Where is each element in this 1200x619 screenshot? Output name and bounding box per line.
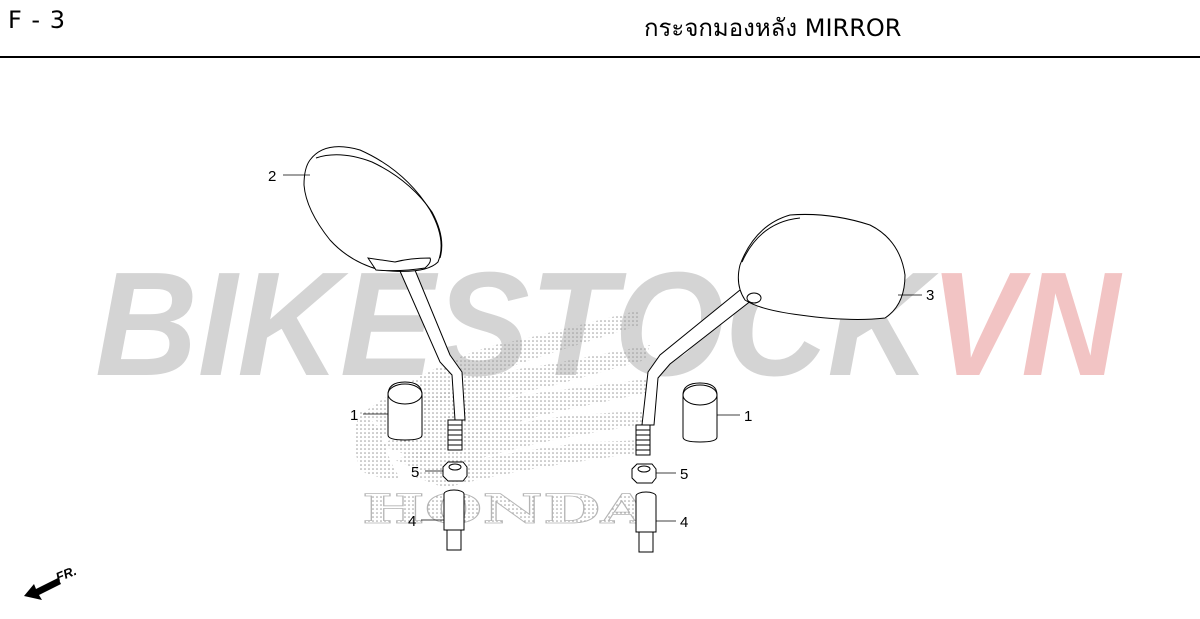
callout-2: 2 [268, 168, 276, 185]
leader-lines [283, 174, 922, 522]
mirror-left [303, 146, 466, 451]
callout-5-left: 5 [411, 464, 419, 481]
callout-4-left: 4 [408, 513, 416, 530]
callout-3: 3 [926, 287, 934, 304]
front-label: FR. [54, 563, 79, 585]
page-code: F - 3 [8, 6, 66, 34]
callout-1-left: 1 [350, 407, 358, 424]
adapter-right [635, 491, 657, 553]
honda-wing-logo: HONDA [355, 310, 655, 533]
arrow-front-icon [24, 578, 61, 600]
page-title: กระจกมองหลัง MIRROR [644, 14, 902, 42]
cap-right [682, 382, 718, 443]
nut-right [631, 463, 657, 484]
nut-left [442, 461, 468, 482]
header-divider [0, 56, 1200, 58]
front-indicator: FR. [24, 563, 79, 600]
mirror-right [635, 213, 906, 456]
honda-wordmark: HONDA [362, 486, 654, 533]
callout-4-right: 4 [680, 514, 688, 531]
adapter-left [443, 489, 465, 551]
watermark-text-red: VN [930, 242, 1123, 407]
callout-1-right: 1 [744, 408, 752, 425]
cap-left [387, 381, 423, 441]
callout-5-right: 5 [680, 466, 688, 483]
